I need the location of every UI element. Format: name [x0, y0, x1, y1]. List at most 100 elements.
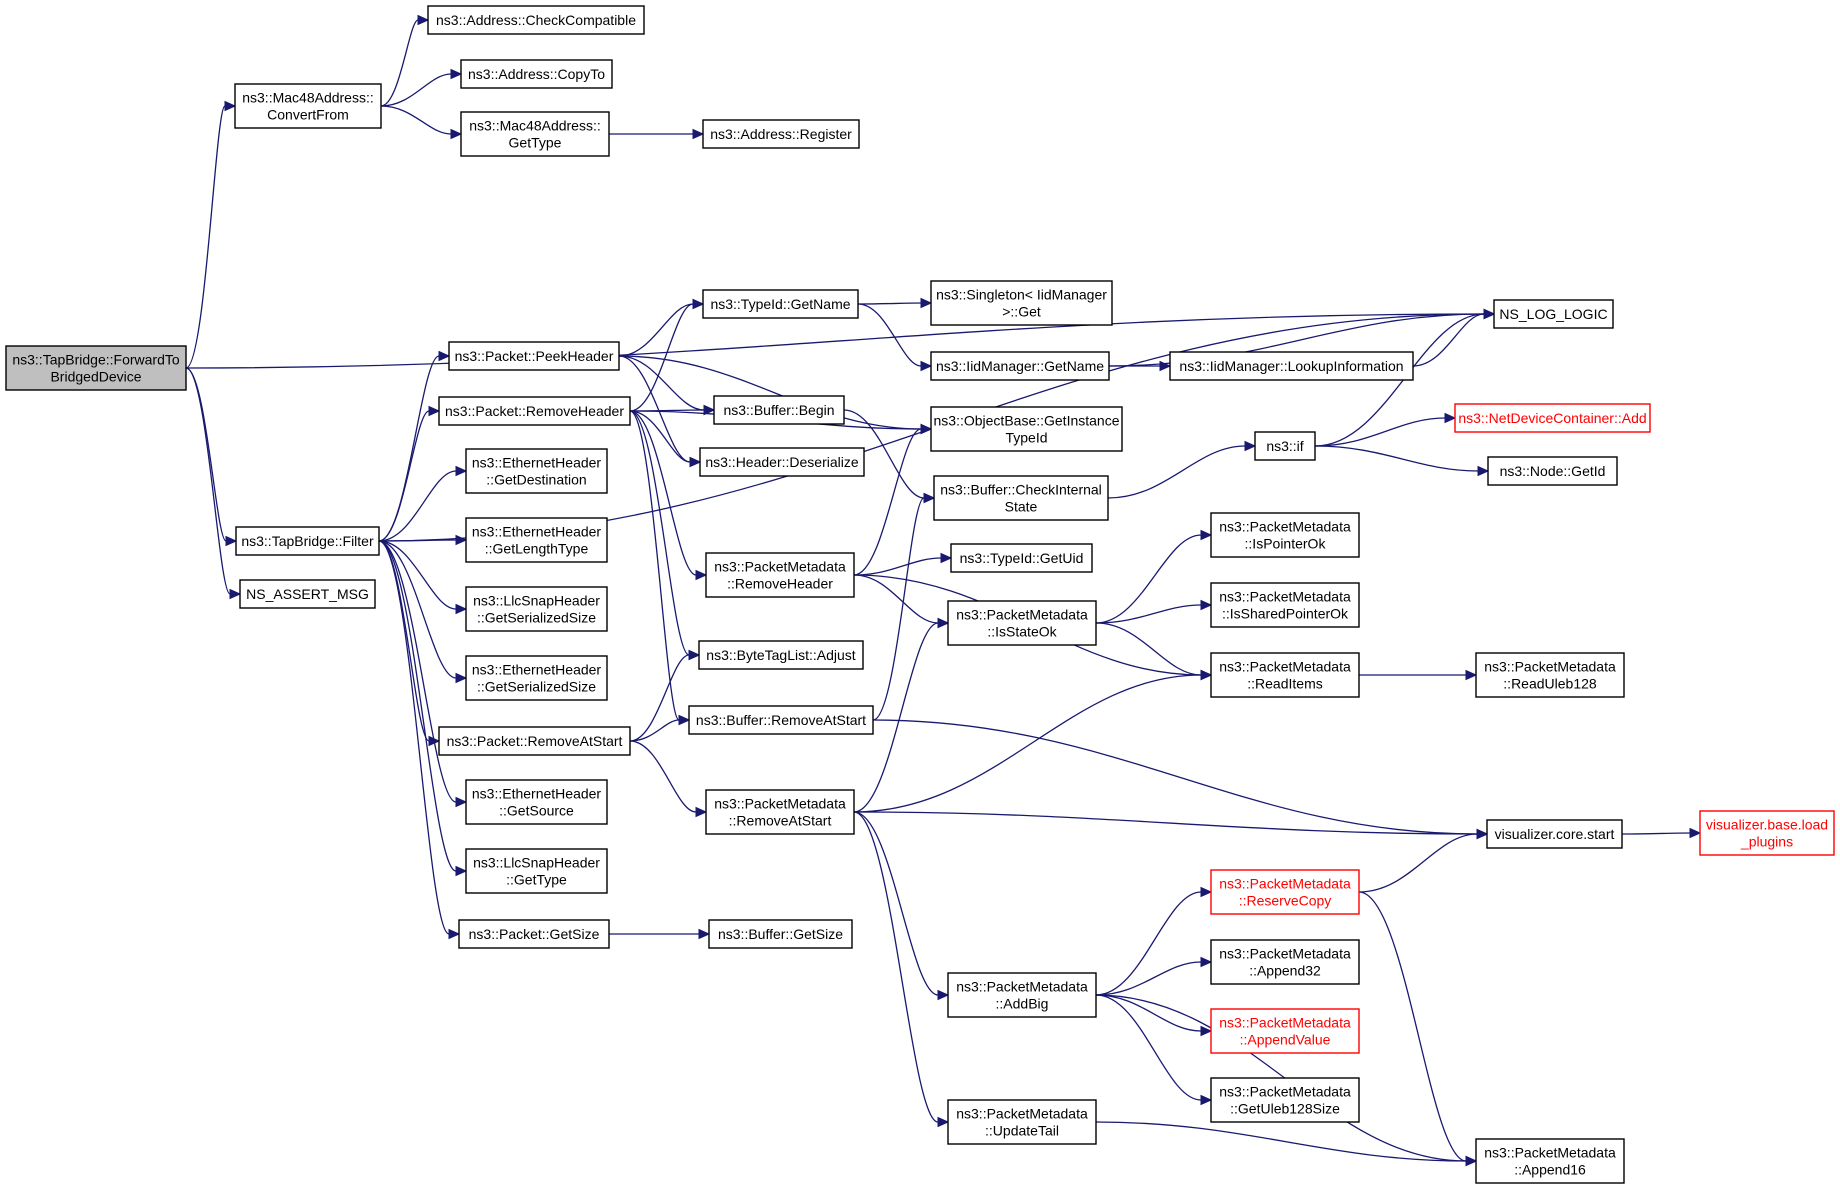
edge-arrowhead [1200, 886, 1213, 898]
node-pm-readitems[interactable]: ns3::PacketMetadata::ReadItems [1210, 652, 1360, 698]
node-iid-lookup[interactable]: ns3::IidManager::LookupInformation [1169, 351, 1414, 381]
node-eth-getlentype[interactable]: ns3::EthernetHeader::GetLengthType [465, 517, 608, 563]
edge-pm_readitems-to-pm_readuleb [1358, 669, 1478, 681]
node-buffer-begin[interactable]: ns3::Buffer::Begin [713, 395, 845, 425]
node-iid-getname[interactable]: ns3::IidManager::GetName [930, 351, 1110, 381]
edge-line [629, 740, 697, 813]
edge-line [1095, 604, 1202, 624]
node-box [1210, 1008, 1360, 1054]
node-nsassert[interactable]: NS_ASSERT_MSG [239, 579, 376, 609]
node-pm-issharedptrok[interactable]: ns3::PacketMetadata::IsSharedPointerOk [1210, 582, 1360, 628]
node-convertfrom[interactable]: ns3::Mac48Address::ConvertFrom [234, 83, 382, 129]
node-ndc-add[interactable]: ns3::NetDeviceContainer::Add [1454, 403, 1651, 433]
edge-line [378, 355, 440, 542]
edge-arrowhead [455, 534, 468, 546]
node-label: BridgedDevice [50, 369, 141, 385]
node-pm-reservecopy[interactable]: ns3::PacketMetadata::ReserveCopy [1210, 869, 1360, 915]
node-viz-start[interactable]: visualizer.core.start [1486, 819, 1623, 849]
node-label: TypeId [1005, 430, 1047, 446]
edge-forward-to-nsassert [185, 367, 242, 600]
node-node-getid[interactable]: ns3::Node::GetId [1487, 456, 1618, 486]
node-buf-getsize[interactable]: ns3::Buffer::GetSize [708, 919, 853, 949]
node-viz-load[interactable]: visualizer.base.load_plugins [1699, 810, 1835, 856]
node-typeid-getname[interactable]: ns3::TypeId::GetName [702, 289, 859, 319]
node-pm-append16[interactable]: ns3::PacketMetadata::Append16 [1475, 1138, 1625, 1184]
node-eth-getsource[interactable]: ns3::EthernetHeader::GetSource [465, 779, 608, 825]
node-eth-getsersize[interactable]: ns3::EthernetHeader::GetSerializedSize [465, 655, 608, 701]
edge-pm_addbig-to-pm_getulebsize [1095, 994, 1213, 1106]
edge-removeheader-to-typeid_getname [629, 298, 705, 412]
node-llc-gettype[interactable]: ns3::LlcSnapHeader::GetType [465, 848, 608, 894]
node-ns3-if[interactable]: ns3::if [1254, 431, 1316, 461]
node-typeid-getuid[interactable]: ns3::TypeId::GetUid [950, 543, 1093, 573]
node-nslog[interactable]: NS_LOG_LOGIC [1493, 299, 1614, 329]
edge-pkt_removeatstart-to-pm_removeatstart [629, 740, 708, 818]
edge-pm_updatetail-to-pm_append16 [1095, 1121, 1478, 1167]
edge-arrowhead [923, 492, 936, 504]
node-label: ::Append16 [1514, 1162, 1586, 1178]
edge-line [1095, 994, 1202, 1101]
node-pm-isstateok[interactable]: ns3::PacketMetadata::IsStateOk [947, 600, 1097, 646]
edge-arrowhead [688, 649, 701, 661]
node-label: _plugins [1740, 834, 1793, 850]
node-pm-removeheader[interactable]: ns3::PacketMetadata::RemoveHeader [705, 552, 855, 598]
edge-line [1095, 891, 1202, 996]
node-pm-addbig[interactable]: ns3::PacketMetadata::AddBig [947, 972, 1097, 1018]
node-pm-append32[interactable]: ns3::PacketMetadata::Append32 [1210, 939, 1360, 985]
node-llc-getsersize[interactable]: ns3::LlcSnapHeader::GetSerializedSize [465, 586, 608, 632]
node-mac-gettype[interactable]: ns3::Mac48Address::GetType [460, 111, 610, 157]
edge-arrowhead [417, 14, 430, 26]
node-pm-updatetail[interactable]: ns3::PacketMetadata::UpdateTail [947, 1099, 1097, 1145]
edge-line [1095, 622, 1202, 676]
node-label: ns3::Mac48Address:: [469, 118, 601, 134]
node-label: ::Append32 [1249, 963, 1321, 979]
node-pm-appendvalue[interactable]: ns3::PacketMetadata::AppendValue [1210, 1008, 1360, 1054]
node-buf-removeatstart[interactable]: ns3::Buffer::RemoveAtStart [688, 705, 874, 735]
edge-peekheader-to-typeid_getname [618, 298, 705, 357]
node-btl-adjust[interactable]: ns3::ByteTagList::Adjust [698, 640, 864, 670]
node-box [950, 543, 1093, 573]
node-label: ns3::PacketMetadata [1219, 1015, 1351, 1031]
node-pm-getulebsize[interactable]: ns3::PacketMetadata::GetUleb128Size [1210, 1077, 1360, 1123]
node-header-deser[interactable]: ns3::Header::Deserialize [699, 447, 865, 477]
edge-buf_removeatstart-to-buf_checkinternal [872, 492, 936, 721]
edge-filter-to-eth_getdest [378, 465, 468, 542]
node-eth-getdest[interactable]: ns3::EthernetHeader::GetDestination [465, 448, 608, 494]
node-pm-removeatstart[interactable]: ns3::PacketMetadata::RemoveAtStart [705, 789, 855, 835]
node-box [947, 972, 1097, 1018]
edge-arrowhead [1465, 1155, 1478, 1167]
node-label: ns3::if [1266, 438, 1303, 454]
edge-filter-to-pkt_getsize [378, 540, 461, 940]
edge-line [618, 303, 694, 357]
edge-filter-to-llc_gettype [378, 540, 468, 877]
node-checkcompat[interactable]: ns3::Address::CheckCompatible [427, 5, 645, 35]
node-label: ns3::PacketMetadata [714, 796, 846, 812]
node-singleton-get[interactable]: ns3::Singleton< IidManager>::Get [930, 280, 1113, 326]
node-pm-ispointerok[interactable]: ns3::PacketMetadata::IsPointerOk [1210, 512, 1360, 558]
node-pkt-removeatstart[interactable]: ns3::Packet::RemoveAtStart [438, 726, 631, 756]
node-copyto[interactable]: ns3::Address::CopyTo [460, 59, 613, 89]
node-peekheader[interactable]: ns3::Packet::PeekHeader [448, 341, 620, 371]
edge-ns3_if-to-ndc_add [1314, 412, 1457, 447]
edge-filter-to-peekheader [378, 350, 451, 542]
edge-line [853, 811, 939, 1123]
node-pkt-getsize[interactable]: ns3::Packet::GetSize [458, 919, 610, 949]
node-box [1487, 456, 1618, 486]
node-filter[interactable]: ns3::TapBridge::Filter [235, 526, 380, 556]
node-register[interactable]: ns3::Address::Register [702, 119, 860, 149]
edge-pkt_getsize-to-buf_getsize [608, 928, 711, 940]
nodes-layer: ns3::TapBridge::ForwardToBridgedDevicens… [5, 5, 1835, 1184]
edge-arrowhead [1465, 669, 1478, 681]
edge-arrowhead [438, 350, 451, 362]
node-pm-readuleb[interactable]: ns3::PacketMetadata::ReadUleb128 [1475, 652, 1625, 698]
node-removeheader[interactable]: ns3::Packet::RemoveHeader [438, 396, 631, 426]
edge-arrowhead [1689, 827, 1702, 839]
node-box [1475, 1138, 1625, 1184]
edge-line [857, 303, 922, 367]
node-box [1169, 351, 1414, 381]
edge-pkt_removeatstart-to-btl_adjust [629, 649, 701, 742]
